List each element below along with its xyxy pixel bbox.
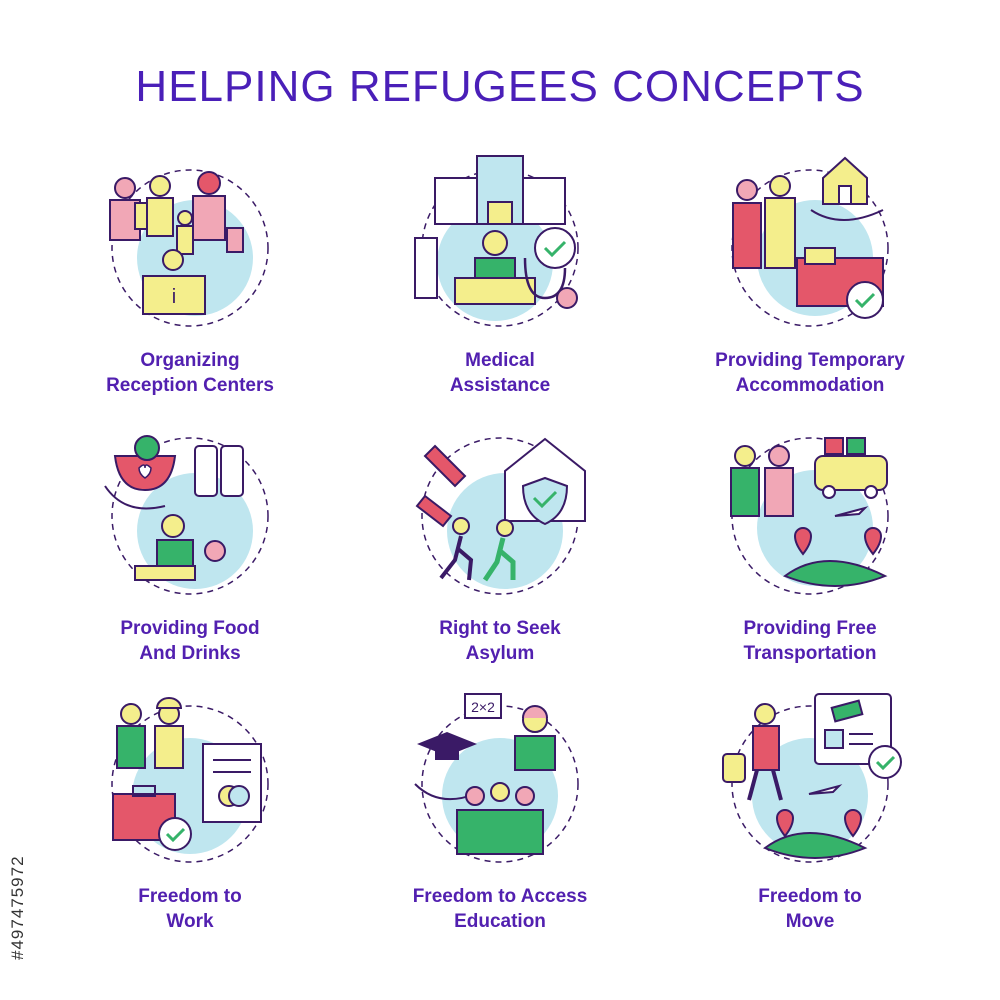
food-and-drinks-icon xyxy=(104,435,269,595)
svg-text:2×2: 2×2 xyxy=(471,699,495,715)
reception-centers-icon: i xyxy=(109,169,269,327)
seek-asylum-icon xyxy=(415,437,586,595)
medical-assistance-icon xyxy=(414,155,579,327)
stock-id-watermark: #497475972 xyxy=(8,855,27,960)
page-title: HELPING REFUGEES CONCEPTS xyxy=(135,62,865,111)
freedom-to-move-icon xyxy=(722,693,902,863)
temporary-accommodation-icon xyxy=(731,156,889,327)
freedom-to-work-icon xyxy=(111,697,269,863)
svg-text:i: i xyxy=(172,286,176,308)
free-transportation-icon xyxy=(730,437,889,595)
access-education-icon: 2×2 xyxy=(414,693,579,863)
